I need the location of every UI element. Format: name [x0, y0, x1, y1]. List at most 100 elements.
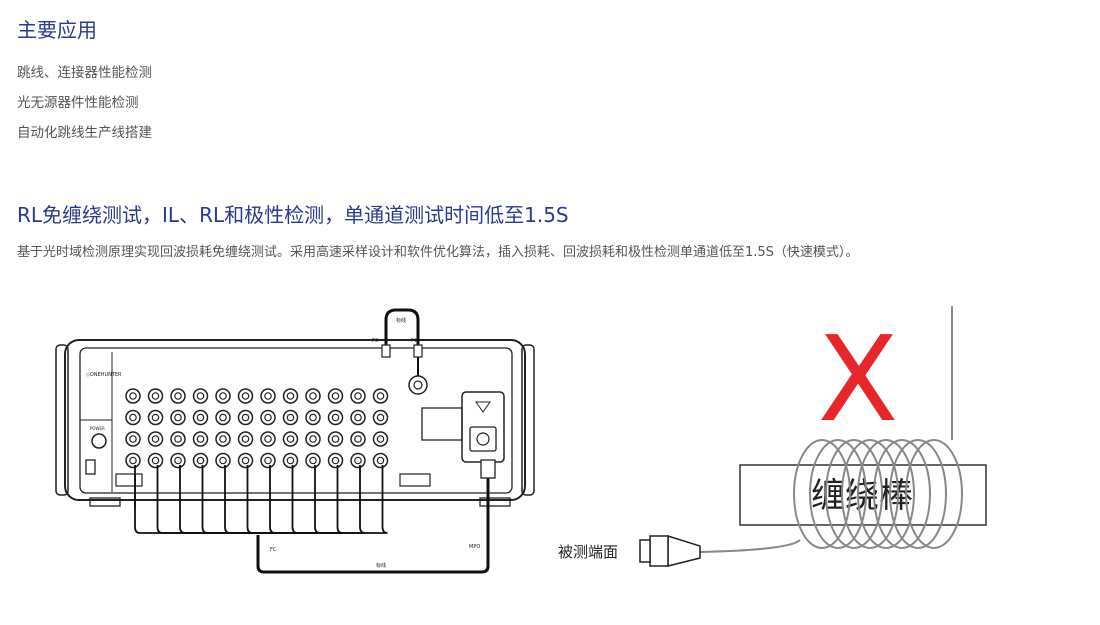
- fiber-port-core: [151, 435, 160, 443]
- fiber-port-core: [219, 392, 227, 400]
- fiber-port-core: [151, 413, 160, 422]
- fiber-port-core: [331, 392, 340, 400]
- fiber-port: [215, 431, 231, 447]
- fiber-port-core: [331, 435, 340, 443]
- fiber-port: [350, 388, 366, 404]
- fiber-port-core: [376, 413, 385, 422]
- fiber-port: [350, 431, 366, 447]
- power-button: [91, 433, 107, 449]
- fiber-port-core: [286, 435, 295, 443]
- fiber-port-core: [376, 435, 385, 443]
- fiber-coil-loop: [809, 439, 867, 549]
- fiber-port: [237, 388, 254, 404]
- fiber-port: [372, 409, 389, 426]
- application-item: 自动化跳线生产线搭建: [17, 125, 152, 141]
- fiber-port-core: [151, 456, 160, 465]
- fiber-port: [192, 452, 209, 469]
- fiber-port: [170, 409, 186, 426]
- fiber-port: [260, 388, 276, 404]
- feature-description: 基于光时域检测原理实现回波损耗免缠绕测试。采用高速采样设计和软件优化算法，插入损…: [17, 245, 859, 260]
- test-connector: [649, 535, 669, 567]
- fiber-port-core: [196, 435, 205, 443]
- fiber-port-core: [376, 392, 385, 400]
- fiber-port-core: [219, 456, 227, 465]
- fiber-coil-loop: [889, 439, 947, 549]
- application-item: 跳线、连接器性能检测: [17, 65, 152, 81]
- fiber-strand: [246, 465, 258, 534]
- fiber-port: [170, 388, 186, 404]
- fiber-strand: [258, 465, 388, 534]
- fiber-port: [192, 388, 209, 404]
- fiber-port: [147, 452, 164, 469]
- fiber-port: [215, 452, 231, 469]
- output-port: [408, 375, 428, 395]
- fiber-port: [282, 452, 299, 469]
- fiber-port: [327, 431, 344, 447]
- fiber-port-core: [129, 392, 137, 400]
- fiber-port-core: [174, 435, 182, 443]
- fiber-coils: [793, 439, 963, 549]
- fiber-port-core: [196, 392, 205, 400]
- fiber-port: [237, 409, 254, 426]
- fiber-port: [192, 431, 209, 447]
- fiber-strand: [156, 465, 258, 534]
- fiber-port-core: [286, 392, 295, 400]
- fiber-port: [147, 409, 164, 426]
- fiber-port-core: [309, 435, 317, 443]
- fc-label-left: FC: [372, 338, 379, 344]
- fiber-coil-loop: [873, 439, 931, 549]
- fiber-port-core: [219, 413, 227, 422]
- fiber-port: [372, 452, 389, 469]
- fiber-port-core: [241, 435, 250, 443]
- fiber-port: [260, 431, 276, 447]
- port-grid: [125, 388, 389, 469]
- fiber-port-core: [264, 435, 272, 443]
- fiber-port-core: [196, 456, 205, 465]
- fiber-port-core: [174, 413, 182, 422]
- fiber-port-core: [241, 392, 250, 400]
- feature-title: RL免缠绕测试，IL、RL和极性检测，单通道测试时间低至1.5S: [17, 203, 569, 227]
- fc-label-right: FC: [411, 338, 418, 344]
- fiber-port-core: [174, 392, 182, 400]
- fiber-port-core: [354, 456, 362, 465]
- fiber-coil-loop: [905, 439, 963, 549]
- fiber-port: [170, 431, 186, 447]
- fiber-strand: [134, 465, 258, 534]
- fiber-port-core: [331, 413, 340, 422]
- fiber-port: [125, 409, 141, 426]
- fiber-port-core: [309, 456, 317, 465]
- fiber-port-core: [129, 456, 137, 465]
- tested-end-face-label: 被测端面: [558, 543, 618, 561]
- power-label: POWER: [90, 426, 105, 431]
- fiber-port-core: [219, 435, 227, 443]
- fiber-port-core: [354, 435, 362, 443]
- fiber-port: [260, 452, 276, 469]
- fiber-port-core: [174, 456, 182, 465]
- applications-title: 主要应用: [17, 18, 97, 42]
- fan-out-fibers: [134, 465, 388, 534]
- fiber-port: [125, 452, 141, 469]
- test-setup-diagram: ◇ONEHUNTER POWER 标线 FC FC FC 标线 MPO: [55, 306, 987, 574]
- fc-label-bottom: FC: [270, 547, 277, 553]
- fiber-port-core: [241, 456, 250, 465]
- brand-label: ◇ONEHUNTER: [86, 372, 122, 378]
- fiber-port-core: [331, 456, 340, 465]
- fiber-port: [147, 431, 164, 447]
- fiber-port: [215, 388, 231, 404]
- fiber-port: [125, 431, 141, 447]
- fiber-port-core: [309, 413, 317, 422]
- fiber-port-core: [286, 413, 295, 422]
- fiber-port: [305, 388, 321, 404]
- fiber-port: [372, 431, 389, 447]
- usb-port-icon: [85, 459, 96, 475]
- fiber-port-core: [129, 413, 137, 422]
- fiber-port: [192, 409, 209, 426]
- fiber-port-core: [129, 435, 137, 443]
- fiber-port-core: [196, 413, 205, 422]
- fiber-coil-loop: [841, 439, 899, 549]
- fiber-strand: [224, 465, 258, 534]
- fiber-port: [260, 409, 276, 426]
- fiber-port: [327, 388, 344, 404]
- fiber-port: [305, 409, 321, 426]
- fiber-port: [125, 388, 141, 404]
